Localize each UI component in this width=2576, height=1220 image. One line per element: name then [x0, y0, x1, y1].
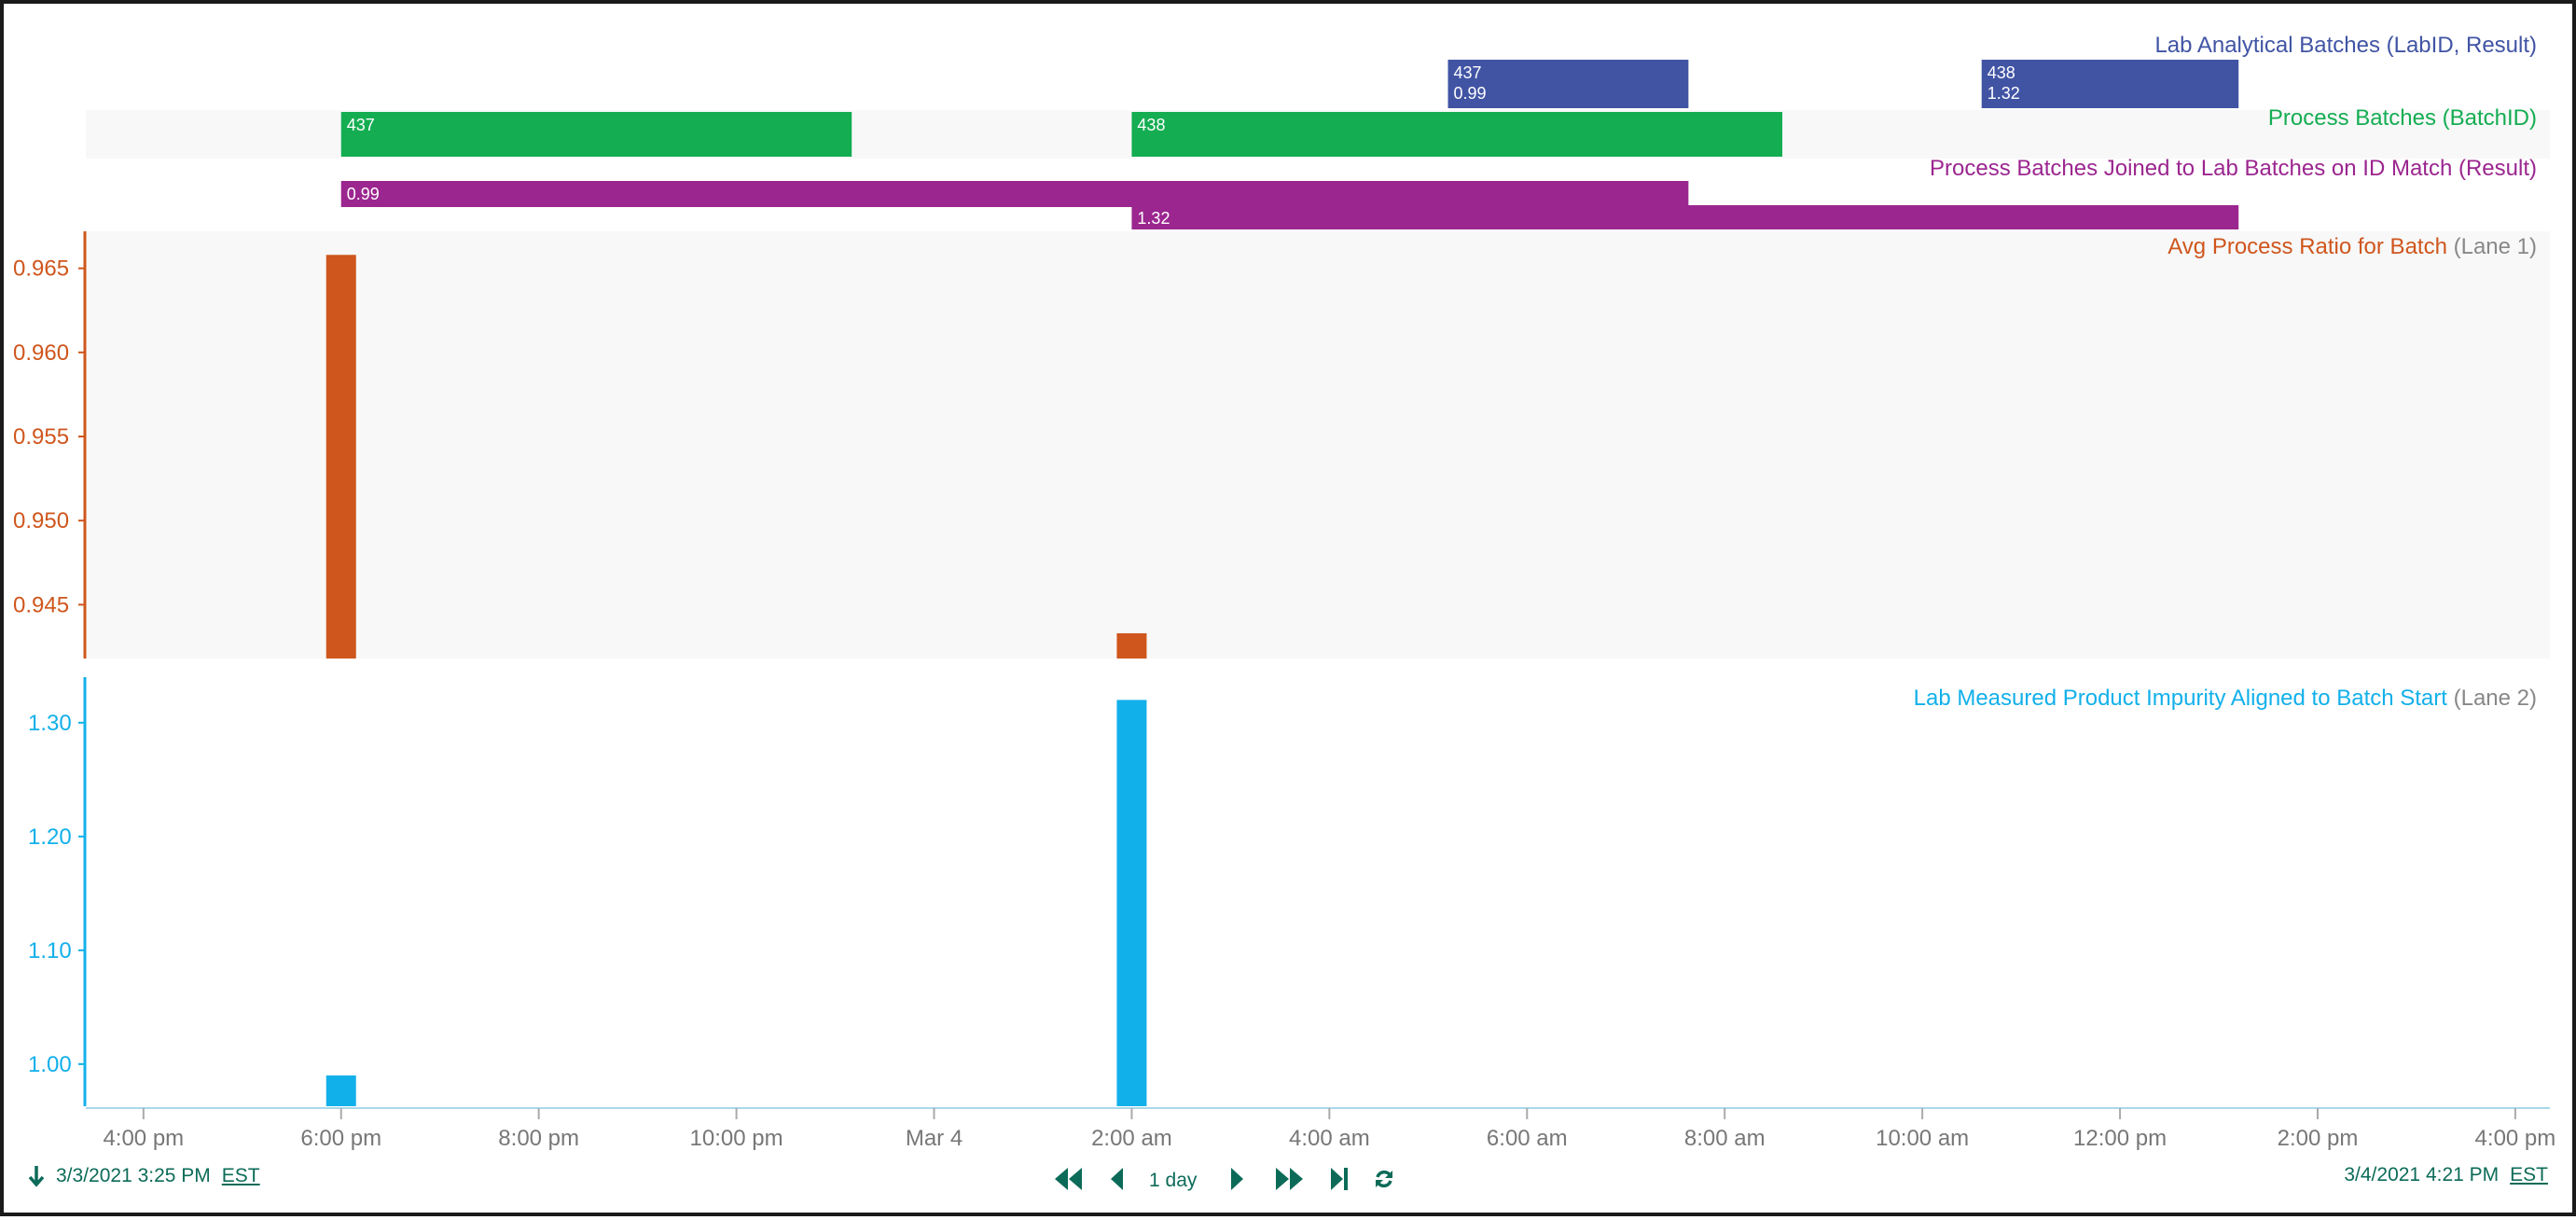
y-tick-label: 0.945	[13, 592, 69, 617]
step-back-large-button[interactable]	[1052, 1166, 1095, 1197]
end-timezone-link[interactable]: EST	[2510, 1164, 2548, 1185]
bar-lane-2[interactable]	[325, 1075, 356, 1106]
capsule-label: 438	[1987, 63, 2015, 82]
x-tick-label: 2:00 am	[1091, 1126, 1172, 1151]
capsule-label: 437	[1454, 63, 1482, 82]
x-tick-label: 4:00 pm	[103, 1126, 184, 1151]
condition-lane-title: Process Batches (BatchID)	[2268, 105, 2537, 131]
x-tick-label: 8:00 am	[1684, 1126, 1766, 1151]
refresh-button[interactable]	[1373, 1168, 1405, 1195]
chevron-right-icon	[1231, 1167, 1243, 1190]
lane-1-title: Avg Process Ratio for Batch (Lane 1)	[2167, 234, 2537, 259]
bar-lane-2[interactable]	[1116, 700, 1147, 1106]
x-tick-label: 4:00 am	[1289, 1126, 1370, 1151]
x-tick-label: 10:00 am	[1876, 1126, 1969, 1151]
capsule-label: 0.99	[1454, 84, 1487, 103]
step-forward-large-button[interactable]	[1274, 1166, 1317, 1197]
step-forward-button[interactable]	[1229, 1166, 1261, 1197]
step-back-button[interactable]	[1108, 1166, 1140, 1197]
capsule-label: 437	[347, 116, 375, 134]
capsule-lab-analytical-batches-l[interactable]	[1447, 60, 1689, 108]
lane-2-background	[86, 677, 2550, 1106]
x-tick-label: 6:00 pm	[300, 1126, 381, 1151]
start-timezone-link[interactable]: EST	[221, 1165, 260, 1186]
capsule-lab-analytical-batches-l[interactable]	[1981, 60, 2239, 108]
end-time-control[interactable]: 3/4/2021 4:21 PM EST	[2344, 1164, 2548, 1186]
duration-label[interactable]: 1 day	[1149, 1170, 1198, 1191]
capsule-label: 438	[1137, 116, 1165, 134]
x-tick-label: 6:00 am	[1487, 1126, 1568, 1151]
lane-tag: (Lane 1)	[2454, 234, 2537, 259]
x-tick-label: 12:00 pm	[2073, 1126, 2167, 1151]
refresh-icon	[1376, 1170, 1392, 1187]
end-time-label[interactable]: 3/4/2021 4:21 PM	[2344, 1164, 2500, 1185]
jump-to-now-button[interactable]	[1328, 1165, 1360, 1198]
x-tick-label: Mar 4	[906, 1126, 963, 1151]
capsule-process-batches-joined-t[interactable]	[1131, 205, 2239, 229]
lane-name: Lab Measured Product Impurity Aligned to…	[1914, 686, 2454, 711]
y-tick-label: 0.950	[13, 508, 69, 534]
capsule-label: 1.32	[1987, 84, 2020, 103]
y-tick-label: 1.00	[28, 1052, 72, 1077]
double-chevron-left-icon	[1055, 1167, 1082, 1190]
start-time-control[interactable]: 3/3/2021 3:25 PM EST	[28, 1164, 260, 1188]
capsule-label: 0.99	[347, 185, 380, 203]
bar-lane-1[interactable]	[325, 255, 356, 659]
time-navigation: 1 day	[1052, 1162, 1405, 1199]
capsule-process-batches-batchid[interactable]	[340, 112, 852, 157]
lane-tag: (Lane 2)	[2454, 686, 2537, 711]
x-tick-label: 4:00 pm	[2475, 1126, 2556, 1151]
arrow-down-icon[interactable]	[28, 1164, 45, 1188]
x-tick-label: 10:00 pm	[690, 1126, 783, 1151]
lane-2-title: Lab Measured Product Impurity Aligned to…	[1914, 686, 2537, 711]
start-time-label[interactable]: 3/3/2021 3:25 PM	[56, 1165, 211, 1186]
y-tick-label: 1.20	[28, 825, 72, 850]
y-tick-label: 0.960	[13, 340, 69, 366]
bar-lane-1[interactable]	[1116, 632, 1147, 659]
trend-chart[interactable]: 437 0.99 438 1.32 Lab Analytical Batches (La…	[4, 4, 2576, 1220]
y-tick-label: 0.965	[13, 256, 69, 282]
capsule-label: 1.32	[1137, 209, 1170, 228]
y-tick-label: 0.955	[13, 424, 69, 450]
y-tick-label: 1.30	[28, 711, 72, 736]
y-tick-label: 1.10	[28, 938, 72, 964]
lane-1-background	[86, 231, 2550, 659]
condition-lane-title: Process Batches Joined to Lab Batches on…	[1930, 156, 2537, 181]
x-tick-label: 2:00 pm	[2278, 1126, 2359, 1151]
skip-to-end-icon	[1331, 1167, 1348, 1190]
x-tick-label: 8:00 pm	[498, 1126, 579, 1151]
lane-name: Avg Process Ratio for Batch	[2167, 234, 2453, 259]
capsule-process-batches-joined-t[interactable]	[340, 181, 1689, 207]
chevron-left-icon	[1111, 1167, 1123, 1190]
condition-lane-title: Lab Analytical Batches (LabID, Result)	[2154, 33, 2537, 58]
double-chevron-right-icon	[1276, 1167, 1303, 1190]
capsule-process-batches-batchid[interactable]	[1131, 112, 1783, 157]
